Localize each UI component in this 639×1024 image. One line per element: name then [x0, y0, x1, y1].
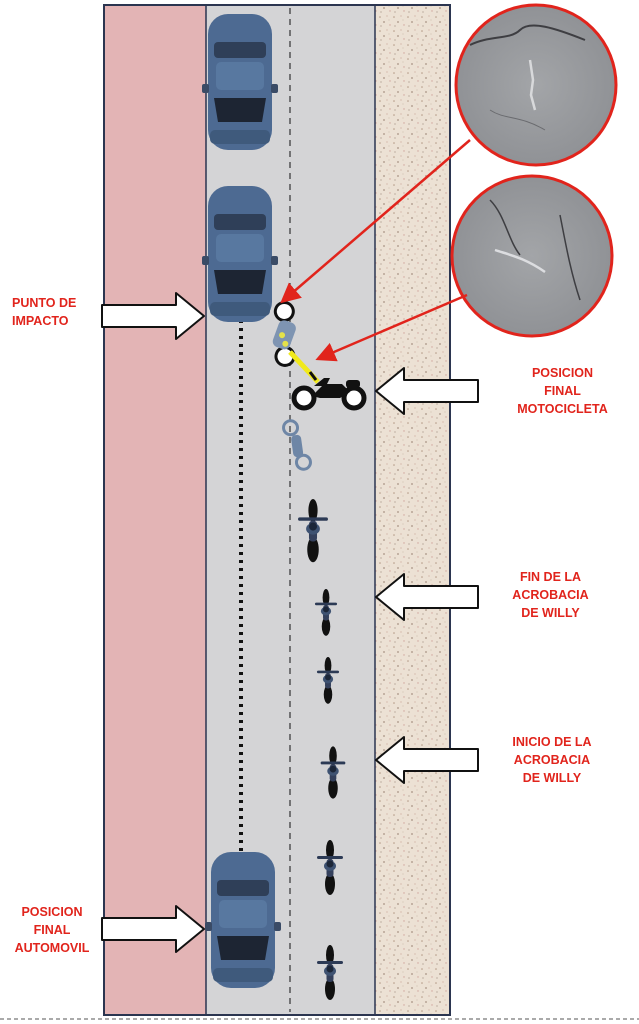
- car-icon-final: [205, 852, 281, 988]
- pointer-line-top: [280, 139, 471, 304]
- label-impact: PUNTO DE IMPACTO: [12, 296, 77, 328]
- motorcycle-icon-final: [291, 371, 367, 411]
- car-icon-parked: [202, 14, 278, 150]
- label-car-final: POSICION FINAL AUTOMOVIL: [14, 905, 90, 955]
- diagram-frame: [103, 4, 451, 1016]
- left-sidewalk: [104, 5, 206, 1015]
- crack-photo-icon-top: [454, 3, 618, 167]
- label-wheelie-start: INICIO DE LA ACROBACIA DE WILLY: [512, 735, 592, 785]
- crack-photo-icon-bottom: [450, 174, 614, 338]
- pointer-line-bottom: [315, 293, 468, 362]
- gravel-shoulder: [375, 5, 450, 1015]
- car-icon-impact: [202, 186, 278, 322]
- label-moto-final: POSICION FINAL MOTOCICLETA: [517, 366, 608, 416]
- label-wheelie-end: FIN DE LA ACROBACIA DE WILLY: [512, 570, 589, 620]
- motorcycle-icon-tumbling: [272, 300, 312, 471]
